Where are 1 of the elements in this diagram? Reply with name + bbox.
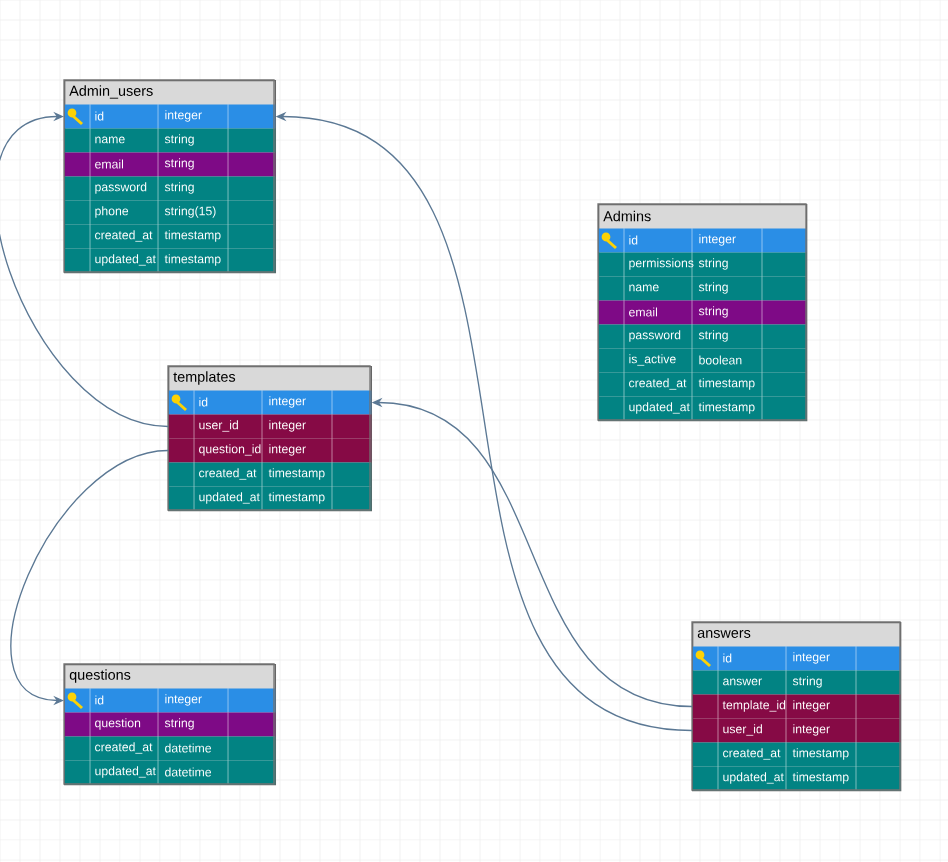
relation-arrow (0, 111, 169, 428)
